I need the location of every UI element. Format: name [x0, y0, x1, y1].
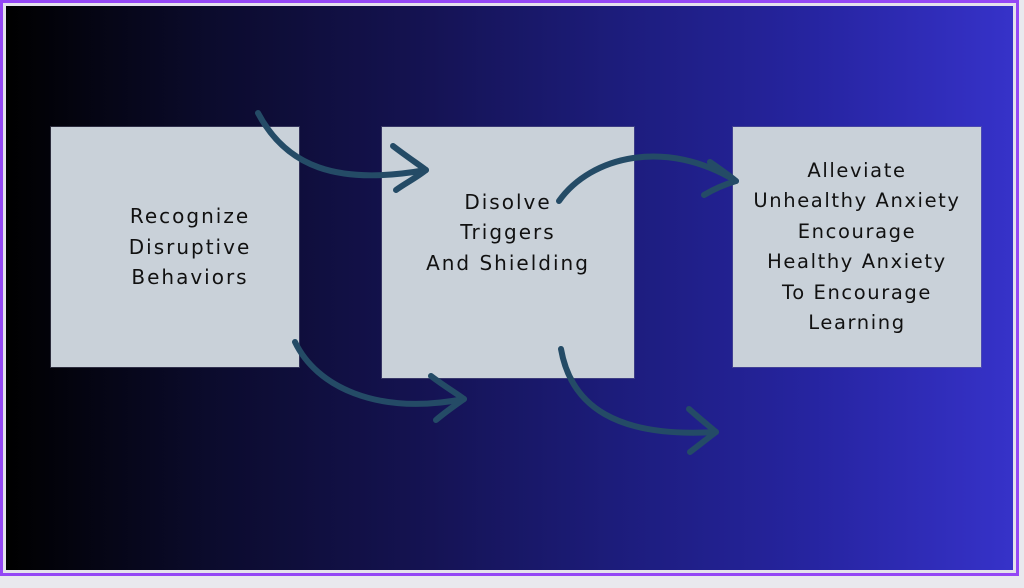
step-label: Recognize Disruptive Behaviors [128, 204, 252, 290]
outer-frame: Recognize Disruptive Behaviors Disolve T… [0, 0, 1019, 576]
step-label: Disolve Triggers And Shielding [426, 189, 590, 275]
step-box-dissolve: Disolve Triggers And Shielding [382, 127, 634, 378]
step-box-alleviate: Alleviate Unhealthy Anxiety Encourage He… [733, 127, 981, 367]
step-box-recognize: Recognize Disruptive Behaviors [51, 127, 299, 367]
frame-border: Recognize Disruptive Behaviors Disolve T… [3, 3, 1016, 573]
diagram-canvas: Recognize Disruptive Behaviors Disolve T… [6, 6, 1013, 570]
step-label: Alleviate Unhealthy Anxiety Encourage He… [753, 158, 961, 335]
